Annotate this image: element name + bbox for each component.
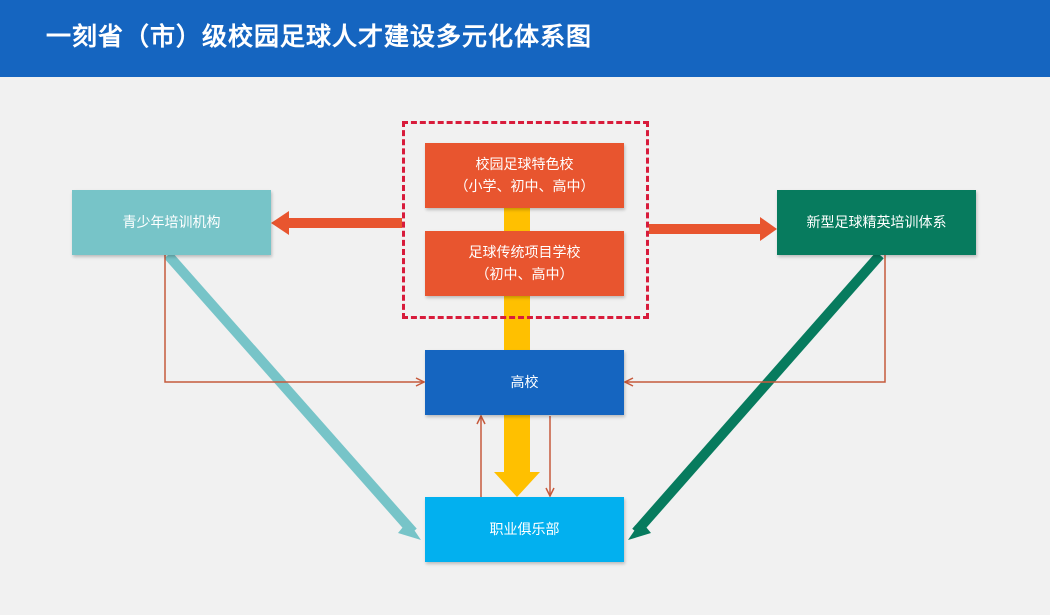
node-pro-club: 职业俱乐部 (425, 497, 624, 562)
node-pro-club-label: 职业俱乐部 (489, 521, 560, 538)
node-school-special-title: 校园足球特色校 (475, 156, 574, 173)
node-school-special: 校园足球特色校 （小学、初中、高中） (425, 143, 624, 208)
school-group-dashed-border (402, 121, 649, 319)
node-university: 高校 (425, 350, 624, 415)
node-school-special-subtitle: （小学、初中、高中） (454, 178, 595, 195)
page-title: 一刻省（市）级校园足球人才建设多元化体系图 (46, 22, 593, 51)
node-elite-training: 新型足球精英培训体系 (777, 190, 976, 255)
node-university-label: 高校 (510, 374, 539, 391)
header-bar: 一刻省（市）级校园足球人才建设多元化体系图 (0, 0, 1050, 77)
node-school-traditional-subtitle: （初中、高中） (475, 266, 574, 283)
node-school-traditional: 足球传统项目学校 （初中、高中） (425, 231, 624, 296)
thin-arrow-elite-to-university (625, 255, 886, 382)
green-diagonal-arrow (628, 251, 884, 540)
node-school-traditional-title: 足球传统项目学校 (468, 244, 581, 261)
node-youth-training-label: 青少年培训机构 (122, 214, 221, 231)
thin-arrow-youth-to-university (164, 255, 424, 382)
node-youth-training: 青少年培训机构 (72, 190, 271, 255)
orange-arrow-right (649, 217, 777, 241)
teal-diagonal-arrow (164, 251, 421, 540)
orange-arrow-left (271, 211, 402, 235)
node-elite-training-label: 新型足球精英培训体系 (806, 214, 947, 231)
